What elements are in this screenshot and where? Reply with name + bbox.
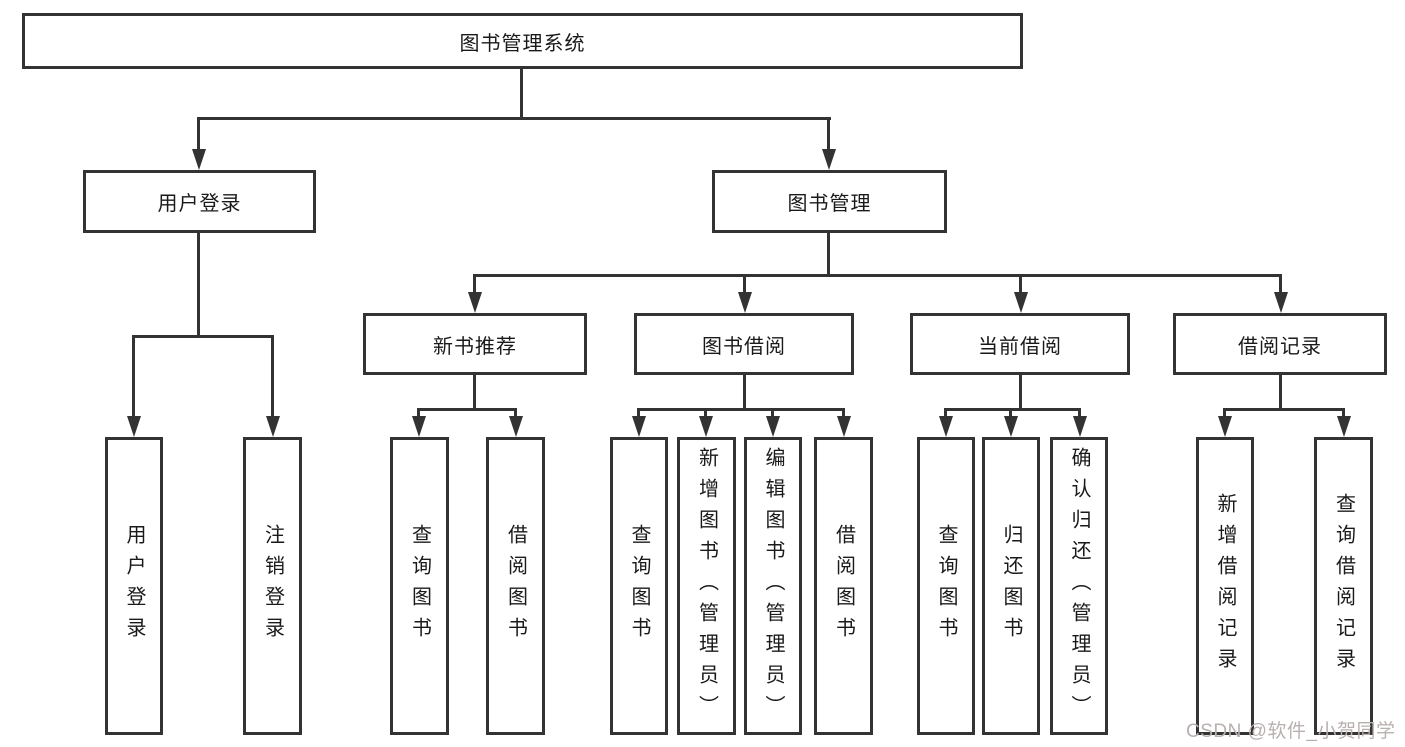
node-user-login: 用户登录 — [83, 170, 316, 233]
node-book-management: 图书管理 — [712, 170, 947, 233]
node-new-book-recommend-label: 新书推荐 — [433, 335, 517, 358]
leaf-query-borrow-record-label: 查询借阅记录 — [1332, 493, 1355, 679]
leaf-add-borrow-record: 新增借阅记录 — [1196, 437, 1254, 735]
connector-line — [473, 375, 476, 411]
connector-line — [271, 335, 274, 418]
arrowhead-down-icon — [509, 416, 523, 437]
connector-line — [827, 233, 830, 277]
node-root: 图书管理系统 — [22, 13, 1023, 69]
connector-line — [1342, 408, 1345, 420]
leaf-confirm-return-admin-label: 确认归还（管理员） — [1068, 446, 1090, 726]
connector-line — [1078, 408, 1081, 420]
connector-line — [1019, 375, 1022, 411]
connector-line — [417, 408, 517, 411]
connector-line — [132, 335, 274, 338]
arrowhead-down-icon — [266, 416, 280, 437]
leaf-edit-books-admin: 编辑图书（管理员） — [744, 437, 802, 735]
arrowhead-down-icon — [1014, 292, 1028, 313]
leaf-add-borrow-record-label: 新增借阅记录 — [1214, 493, 1236, 679]
connector-line — [944, 408, 1081, 411]
leaf-borrow-books-2: 借阅图书 — [814, 437, 873, 735]
leaf-query-books-1-label: 查询图书 — [408, 524, 431, 648]
node-new-book-recommend: 新书推荐 — [363, 313, 587, 375]
leaf-query-borrow-record: 查询借阅记录 — [1314, 437, 1373, 735]
arrowhead-down-icon — [1274, 292, 1288, 313]
arrowhead-down-icon — [1004, 416, 1018, 437]
csdn-watermark: CSDN @软件_小贺同学 — [1186, 721, 1396, 742]
connector-line — [1019, 274, 1022, 295]
connector-line — [637, 408, 640, 420]
leaf-borrow-books-1-label: 借阅图书 — [504, 524, 527, 648]
arrowhead-down-icon — [837, 416, 851, 437]
leaf-query-books-3-label: 查询图书 — [935, 524, 957, 648]
connector-line — [637, 408, 845, 411]
connector-line — [514, 408, 517, 420]
node-borrowing-records-label: 借阅记录 — [1238, 335, 1322, 358]
arrowhead-down-icon — [766, 416, 780, 437]
leaf-query-books-2: 查询图书 — [610, 437, 668, 735]
leaf-add-books-admin-label: 新增图书（管理员） — [695, 446, 718, 726]
arrowhead-down-icon — [939, 416, 953, 437]
node-book-borrowing: 图书借阅 — [634, 313, 854, 375]
connector-line — [944, 408, 947, 420]
connector-line — [1223, 408, 1345, 411]
arrowhead-down-icon — [632, 416, 646, 437]
connector-line — [132, 335, 135, 418]
connector-line — [520, 69, 523, 119]
connector-line — [743, 375, 746, 411]
leaf-user-login: 用户登录 — [105, 437, 163, 735]
arrowhead-down-icon — [412, 416, 426, 437]
node-book-management-label: 图书管理 — [787, 193, 872, 215]
arrowhead-down-icon — [468, 292, 482, 313]
node-book-borrowing-label: 图书借阅 — [702, 335, 786, 358]
connector-line — [473, 274, 1282, 277]
leaf-logout-label: 注销登录 — [261, 524, 284, 648]
leaf-query-books-1: 查询图书 — [390, 437, 449, 735]
connector-line — [197, 233, 200, 338]
connector-line — [743, 274, 746, 295]
leaf-return-books-label: 归还图书 — [1000, 524, 1022, 648]
leaf-user-login-label: 用户登录 — [123, 524, 145, 648]
arrowhead-down-icon — [192, 149, 206, 170]
connector-line — [473, 274, 476, 295]
arrowhead-down-icon — [699, 416, 713, 437]
leaf-edit-books-admin-label: 编辑图书（管理员） — [762, 446, 784, 726]
leaf-return-books: 归还图书 — [982, 437, 1040, 735]
arrowhead-down-icon — [1337, 416, 1351, 437]
connector-line — [771, 408, 774, 420]
arrowhead-down-icon — [127, 416, 141, 437]
connector-line — [827, 117, 830, 151]
connector-line — [842, 408, 845, 420]
arrowhead-down-icon — [1073, 416, 1087, 437]
arrowhead-down-icon — [1218, 416, 1232, 437]
leaf-borrow-books-1: 借阅图书 — [486, 437, 545, 735]
leaf-query-books-2-label: 查询图书 — [628, 524, 650, 648]
connector-line — [1009, 408, 1012, 420]
leaf-logout: 注销登录 — [243, 437, 302, 735]
leaf-query-books-3: 查询图书 — [917, 437, 975, 735]
arrowhead-down-icon — [738, 292, 752, 313]
connector-line — [197, 117, 200, 151]
connector-line — [1279, 274, 1282, 295]
node-current-borrowing: 当前借阅 — [910, 313, 1130, 375]
connector-line — [417, 408, 420, 420]
node-root-label: 图书管理系统 — [459, 32, 586, 55]
connector-line — [197, 117, 831, 120]
node-user-login-label: 用户登录 — [157, 193, 242, 215]
arrowhead-down-icon — [822, 149, 836, 170]
leaf-confirm-return-admin: 确认归还（管理员） — [1050, 437, 1108, 735]
connector-line — [1223, 408, 1226, 420]
node-borrowing-records: 借阅记录 — [1173, 313, 1387, 375]
leaf-borrow-books-2-label: 借阅图书 — [832, 524, 855, 648]
connector-line — [704, 408, 707, 420]
node-current-borrowing-label: 当前借阅 — [978, 335, 1062, 358]
leaf-add-books-admin: 新增图书（管理员） — [677, 437, 736, 735]
connector-line — [1279, 375, 1282, 411]
